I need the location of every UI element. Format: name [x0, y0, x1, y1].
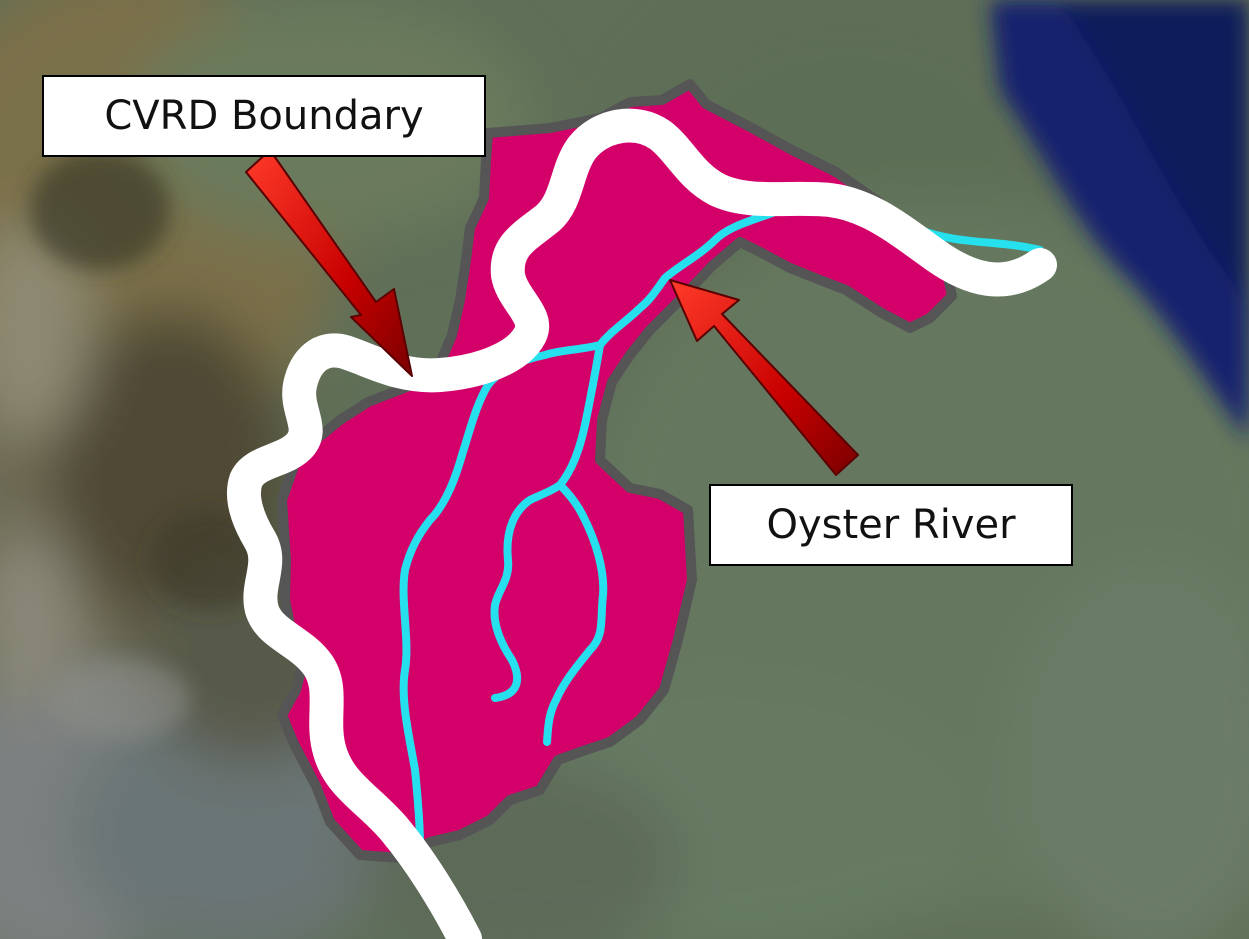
river-branch-southeast [543, 481, 608, 746]
oyster-river-label: Oyster River [709, 484, 1073, 566]
boundary-arrow [245, 149, 413, 377]
cvrd-boundary-line [226, 108, 1057, 939]
cvrd-boundary-label-text: CVRD Boundary [104, 93, 424, 139]
red-arrow-icon [245, 149, 413, 377]
red-arrow-icon [669, 279, 859, 476]
oyster-river-label-text: Oyster River [766, 502, 1016, 548]
cvrd-boundary-label: CVRD Boundary [42, 75, 486, 157]
river-arrow [669, 279, 859, 476]
river-branch-east [490, 341, 604, 702]
